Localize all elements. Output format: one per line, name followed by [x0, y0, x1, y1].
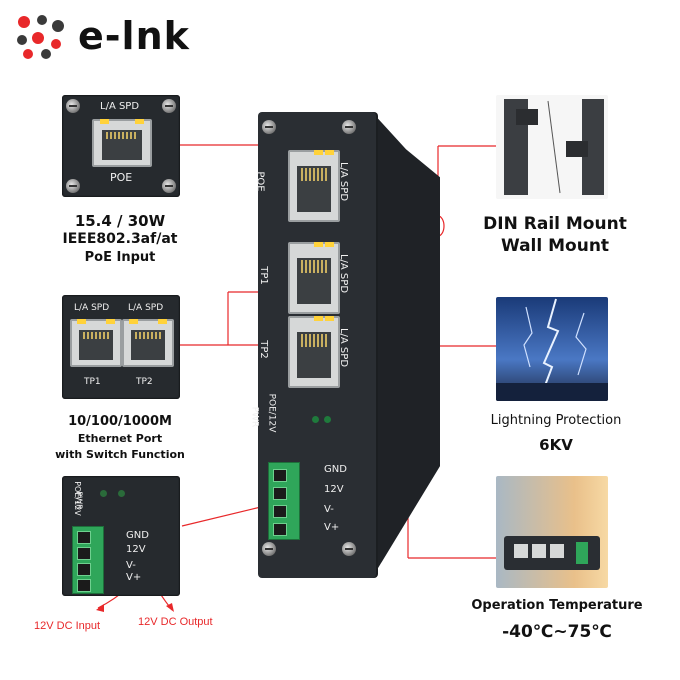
device-tp1-port-label: TP1 — [257, 266, 269, 285]
temp-caption-line2: -40℃~75℃ — [502, 622, 612, 642]
device-sideview-icon — [504, 536, 600, 570]
device-tp2-led-label: L/A SPD — [338, 327, 350, 368]
screw-icon — [342, 542, 356, 556]
screw-icon — [66, 179, 80, 193]
screw-icon — [66, 99, 80, 113]
ethernet-ports-photo: L/A SPD L/A SPD TP1 TP2 — [62, 295, 180, 399]
tp2-rj45-port — [122, 319, 174, 367]
device-poe-port-label: POE — [254, 171, 266, 192]
device-pin-vplus: V+ — [324, 522, 340, 533]
mount-caption-line1: DIN Rail Mount — [483, 214, 627, 234]
power-pin-gnd: GND — [126, 530, 149, 541]
din-rail-clip-icon — [504, 99, 604, 195]
tp-caption-line1: 10/100/1000M — [68, 414, 172, 429]
dc-input-note: 12V DC Input — [34, 620, 101, 632]
tp2-port-label: TP2 — [136, 377, 153, 387]
device-pin-12v: 12V — [324, 484, 344, 495]
brand-logo: e-lnk — [12, 12, 202, 60]
din-rail-mount-photo — [496, 95, 608, 199]
power-terminal-block — [72, 526, 104, 594]
lightning-photo — [496, 297, 608, 401]
poe-caption-line3: PoE Input — [84, 250, 156, 265]
screw-icon — [262, 542, 276, 556]
power-pin-vplus: V+ — [126, 572, 142, 583]
power-terminal-photo: POE/12V PWR GND 12V V- V+ — [62, 476, 180, 596]
screw-icon — [162, 179, 176, 193]
device-side-label-1: POE/12V — [266, 393, 277, 433]
logo-mark-icon — [17, 15, 64, 59]
brand-name: e-lnk — [78, 14, 190, 58]
power-pin-vminus: V- — [126, 560, 136, 571]
poe-input-photo: L/A SPD POE — [62, 95, 180, 197]
device-tp1-port — [288, 242, 340, 314]
poe-panel-led-label: L/A SPD — [100, 101, 140, 112]
device-tp1-led-label: L/A SPD — [338, 253, 350, 294]
screw-icon — [262, 120, 276, 134]
device-pin-gnd: GND — [324, 464, 347, 475]
device-tp2-port-label: TP2 — [257, 340, 269, 359]
temperature-photo — [496, 476, 608, 588]
screw-icon — [342, 120, 356, 134]
tp2-led-label: L/A SPD — [128, 303, 164, 313]
poe-splitter-device: POE L/A SPD TP1 L/A SPD TP2 L/A SPD POE/… — [249, 112, 376, 578]
poe-rj45-port — [92, 119, 152, 167]
tp1-rj45-port — [70, 319, 122, 367]
device-poe-led-label: L/A SPD — [338, 161, 350, 202]
dc-output-note: 12V DC Output — [138, 616, 213, 628]
screw-icon — [162, 99, 176, 113]
power-side-label-2: PWR — [74, 491, 84, 510]
poe-caption-line2: IEEE802.3af/at — [62, 231, 178, 247]
poe-panel-port-label: POE — [110, 171, 133, 184]
tp1-port-label: TP1 — [84, 377, 101, 387]
lightning-caption-line1: Lightning Protection — [490, 413, 622, 428]
power-pin-12v: 12V — [126, 544, 146, 555]
tp-caption-line2: Ethernet Port — [77, 432, 163, 445]
mount-caption-line2: Wall Mount — [500, 236, 610, 256]
device-pin-vminus: V- — [324, 504, 334, 515]
device-power-terminal — [268, 462, 300, 540]
device-poe-port — [288, 150, 340, 222]
poe-caption-line1: 15.4 / 30W — [74, 212, 166, 230]
tp-caption-line3: with Switch Function — [55, 448, 185, 461]
device-side-label-2: PWR — [249, 406, 260, 428]
lightning-bolt-icon — [496, 298, 608, 401]
temp-caption-line1: Operation Temperature — [471, 598, 643, 613]
tp1-led-label: L/A SPD — [74, 303, 110, 313]
lightning-caption-line2: 6KV — [539, 436, 573, 454]
device-tp2-port — [288, 316, 340, 388]
